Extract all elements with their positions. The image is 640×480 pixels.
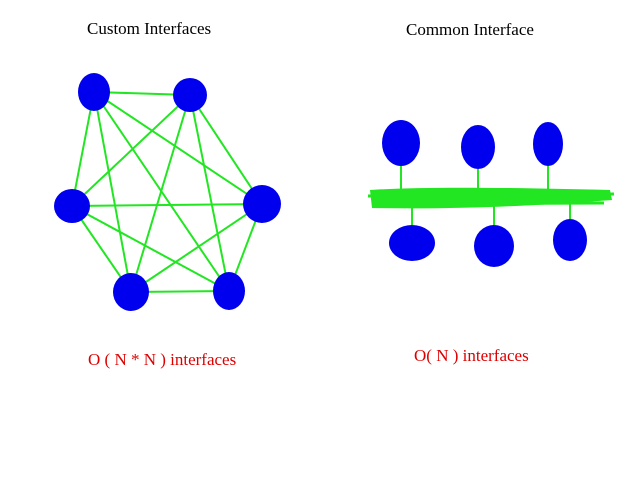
mesh-link	[71, 203, 263, 207]
bus-node	[474, 225, 514, 267]
mesh-link	[130, 203, 263, 293]
bus-node	[553, 219, 587, 261]
bus-network	[367, 120, 615, 267]
mesh-link	[71, 94, 191, 207]
mesh-link	[93, 91, 263, 205]
bus-node	[382, 120, 420, 166]
mesh-link	[130, 94, 191, 293]
mesh-node	[243, 185, 281, 223]
mesh-node	[173, 78, 207, 112]
mesh-link	[189, 94, 263, 205]
bus-brush-stroke	[367, 192, 615, 206]
mesh-link	[71, 91, 95, 207]
common-interface-title: Common Interface	[406, 20, 534, 39]
custom-interfaces-title: Custom Interfaces	[87, 19, 212, 38]
mesh-node	[113, 273, 149, 311]
mesh-link	[71, 205, 230, 292]
mesh-link	[189, 94, 230, 292]
bus-node	[461, 125, 495, 169]
bus-node	[389, 225, 435, 261]
mesh-link	[93, 91, 132, 293]
mesh-complexity-caption: O ( N * N ) interfaces	[88, 350, 237, 369]
bus-complexity-caption: O( N ) interfaces	[414, 346, 529, 365]
mesh-node	[78, 73, 110, 111]
mesh-node	[54, 189, 90, 223]
mesh-node	[213, 272, 245, 310]
mesh-network	[54, 73, 281, 311]
bus-node	[533, 122, 563, 166]
